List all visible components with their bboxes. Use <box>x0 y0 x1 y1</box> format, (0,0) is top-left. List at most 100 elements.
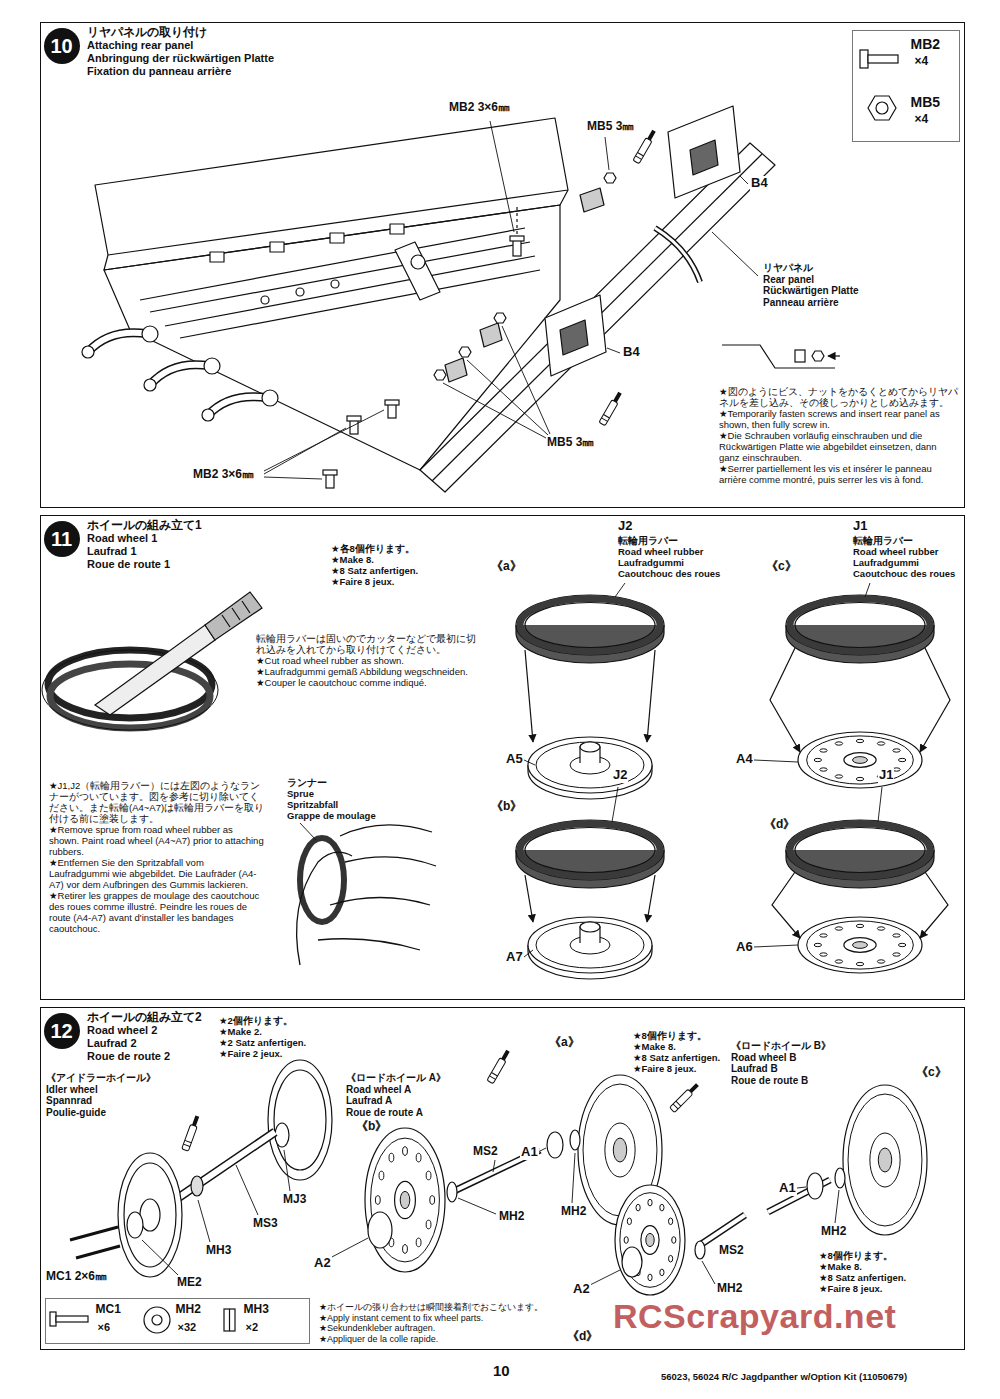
part-code: MH2 <box>176 1303 201 1316</box>
hull-drawing <box>140 228 525 300</box>
hobby-knife <box>222 601 250 627</box>
rear-panel-drawing <box>445 358 467 382</box>
part-label: B4 <box>622 345 641 360</box>
road-wheel-ring <box>516 595 664 663</box>
part-label: MH2 <box>560 1205 587 1219</box>
note-text: ★Temporarily fasten screws and insert re… <box>718 408 960 430</box>
part-label-group: J1 <box>852 519 868 534</box>
road-wheel-ring <box>516 820 664 888</box>
caption-text-group: ランナーSprueSpritzabfallGrappe de moulage <box>286 777 377 821</box>
caption-text: Spannrad <box>45 1095 93 1107</box>
caption-text: Poulie-guide <box>45 1107 107 1119</box>
step-heading: Laufrad 1 <box>87 545 202 558</box>
leader-line <box>702 1261 715 1284</box>
part-code: MB5 <box>911 95 941 110</box>
view-label-group: 《b》 <box>490 800 523 814</box>
hull-drawing <box>411 255 425 269</box>
rear-panel-drawing <box>580 188 604 212</box>
note-text: ★Faire 8 jeux. <box>818 1283 883 1294</box>
glue-tube <box>599 129 657 426</box>
part-icon <box>50 1312 56 1326</box>
suspension-arm <box>208 397 268 415</box>
leader-line <box>878 787 882 822</box>
leader-line <box>264 410 384 471</box>
part-icon <box>152 1315 162 1325</box>
leader-line <box>605 137 609 170</box>
fit-arrow <box>920 872 948 938</box>
rear-panel-drawing <box>668 106 740 198</box>
caption-text: 《ロードホイール B》 <box>730 1040 832 1052</box>
leader-line <box>264 121 758 479</box>
rear-panel-drawing <box>432 154 762 481</box>
axle-parts <box>622 1247 642 1277</box>
caption-text: Road wheel B <box>730 1052 798 1064</box>
caption-text: Spritzabfall <box>286 799 339 810</box>
suspension-arm <box>88 333 148 352</box>
caption-text: Laufrad B <box>730 1063 779 1075</box>
axle-parts <box>447 1182 457 1202</box>
hull-drawing <box>95 118 568 255</box>
note-text: ★2個作ります。 <box>218 1015 294 1026</box>
hand-drawing <box>330 898 430 906</box>
note-text: ★8 Satz anfertigen. <box>330 565 419 576</box>
leader-line <box>797 1187 806 1188</box>
fit-arrow <box>525 650 533 742</box>
caption-text: Idler wheel <box>45 1084 99 1096</box>
road-wheel <box>843 1085 927 1235</box>
axle-parts <box>547 1132 563 1158</box>
step-heading: Roue de route 1 <box>87 558 202 571</box>
note-text: ★Faire 2 jeux. <box>218 1048 283 1059</box>
part-label: MC1 2×6㎜ <box>45 1270 108 1284</box>
note-text: ★Retirer les grappes de moulage des caou… <box>48 890 266 934</box>
view-label-group: 《c》 <box>915 1066 948 1080</box>
leader-line <box>264 477 322 479</box>
note-text-group: ★8個作ります。★Make 8.★8 Satz anfertigen.★Fair… <box>632 1030 721 1074</box>
heading-stack: リヤパネルの取り付けAttaching rear panelAnbringung… <box>87 26 274 78</box>
leader-line <box>615 583 625 597</box>
caption-text: Road wheel rubber <box>617 546 705 557</box>
leader-line <box>607 348 620 353</box>
caption-text: 《アイドラーホイール》 <box>45 1072 157 1084</box>
leader-line <box>524 950 533 957</box>
road-wheel <box>365 1128 445 1272</box>
idler-wheel <box>275 1123 289 1147</box>
part-label-group: J1 <box>878 768 894 783</box>
part-code: MH3 <box>244 1303 269 1316</box>
watermark-group: RCScrapyard.net <box>612 1297 897 1336</box>
part-label-group: A1 <box>778 1181 797 1196</box>
leader-line <box>458 1198 496 1214</box>
hull-drawing <box>210 252 224 262</box>
part-label: B4 <box>750 176 769 191</box>
caption-text-group: 《ロードホイール A》Road wheel ALaufrad ARoue de … <box>345 1072 447 1118</box>
note-text: ★Laufradgummi gemäß Abbildung wegschneid… <box>255 666 485 677</box>
note-text: ★Make 8. <box>632 1041 677 1052</box>
leader-line <box>264 428 346 474</box>
axle-parts <box>700 1215 745 1245</box>
note-text: ★Sekundenkleber auftragen. <box>318 1323 558 1334</box>
part-label: MH3 <box>205 1244 232 1258</box>
leader-line <box>754 760 798 762</box>
part-label-group: A2 <box>572 1282 591 1297</box>
part-icon <box>868 55 898 63</box>
suspension-arm <box>82 346 94 358</box>
hull-drawing <box>270 242 284 252</box>
road-wheel <box>528 732 922 979</box>
note-text: ★8個作ります。 <box>818 1250 894 1261</box>
fit-arrow <box>920 648 950 752</box>
part-label: MB2 3×6㎜ <box>192 468 255 482</box>
leader-line <box>754 945 798 947</box>
leader-line <box>284 1150 290 1191</box>
step-heading: Attaching rear panel <box>87 39 274 52</box>
suspension-arm <box>144 379 156 391</box>
caption-text: Laufradgummi <box>852 557 920 568</box>
step-heading: Fixation du panneau arrière <box>87 65 274 78</box>
leader-line <box>590 1270 620 1285</box>
hull-drawing <box>261 296 269 304</box>
leader-line <box>493 1160 495 1172</box>
glue-tube <box>182 1049 700 1151</box>
part-icon <box>144 1307 170 1333</box>
suspension-arm <box>202 409 214 421</box>
note-text: ★8 Satz anfertigen. <box>818 1272 907 1283</box>
caption-text-group: 転輪用ラバーRoad wheel rubberLaufradgummiCaout… <box>617 535 721 579</box>
step-heading: Anbringung der rückwärtigen Platte <box>87 52 274 65</box>
